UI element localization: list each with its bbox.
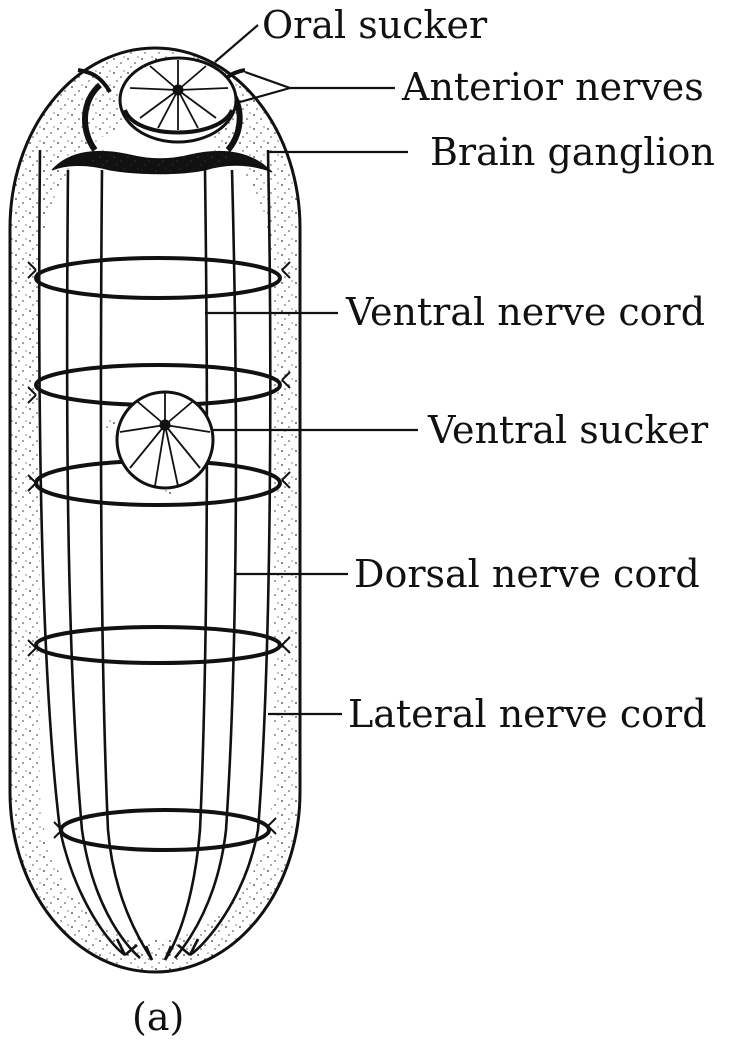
label-brain-ganglion: Brain ganglion [430, 130, 715, 174]
label-ventral-nerve-cord: Ventral nerve cord [345, 290, 705, 334]
oral-sucker [120, 58, 236, 142]
label-lateral-nerve-cord: Lateral nerve cord [348, 692, 707, 736]
label-dorsal-nerve-cord: Dorsal nerve cord [354, 552, 700, 596]
label-anterior-nerves: Anterior nerves [401, 65, 704, 109]
leader-oral-sucker [215, 25, 258, 62]
label-oral-sucker: Oral sucker [262, 3, 488, 47]
figure-caption: (a) [132, 995, 184, 1039]
leader-anterior-nerves [240, 72, 395, 102]
label-ventral-sucker: Ventral sucker [427, 408, 709, 452]
